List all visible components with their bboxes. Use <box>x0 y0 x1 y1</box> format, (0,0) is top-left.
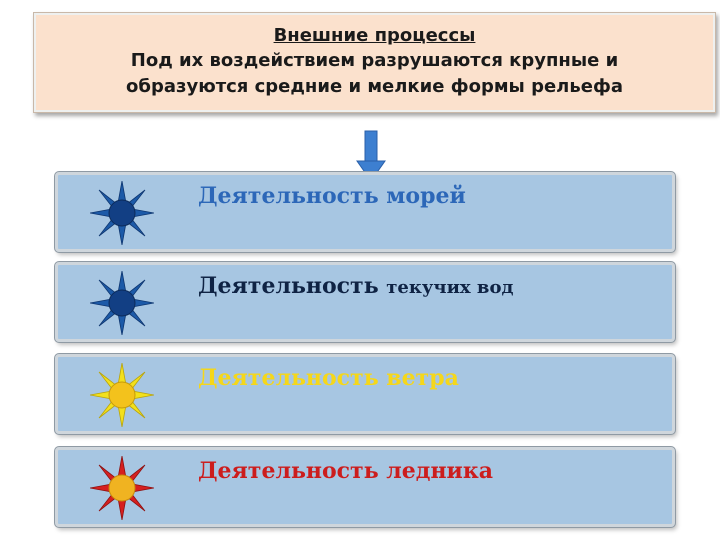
card-label-seas: Деятельность морей <box>198 183 466 209</box>
card-label-glacier: Деятельность ледника <box>198 458 494 484</box>
card-label-part-b: текучих вод <box>386 277 514 298</box>
card-running-water: Деятельность текучих вод <box>55 262 675 342</box>
header-line-2: образуются средние и мелкие формы рельеф… <box>126 76 623 97</box>
card-glacier: Деятельность ледника <box>55 447 675 527</box>
card-label-running-water: Деятельность текучих вод <box>198 273 513 299</box>
header-box: Внешние процессы Под их воздействием раз… <box>33 12 716 113</box>
card-seas: Деятельность морей <box>55 172 675 252</box>
down-arrow-icon <box>356 130 386 182</box>
card-wind: Деятельность ветра <box>55 354 675 434</box>
blue-sun-icon <box>90 271 154 335</box>
yellow-sun-icon <box>90 363 154 427</box>
blue-sun-icon <box>90 181 154 245</box>
header-title: Внешние процессы <box>273 25 476 46</box>
card-label-part-a: Деятельность <box>198 273 387 299</box>
card-label-wind: Деятельность ветра <box>198 365 459 391</box>
red-sun-icon <box>90 456 154 520</box>
header-line-1: Под их воздействием разрушаются крупные … <box>130 50 619 71</box>
